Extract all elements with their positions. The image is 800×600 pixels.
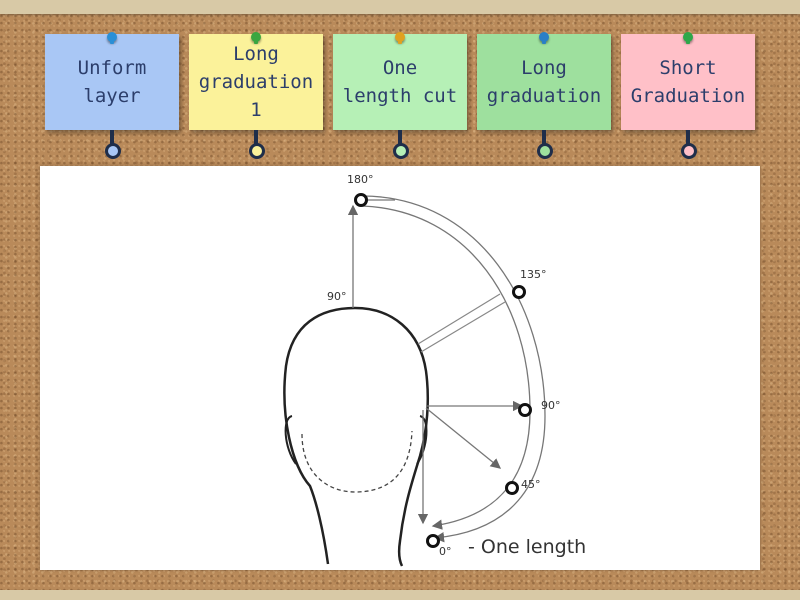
left-ear xyxy=(284,415,297,465)
board-frame-top xyxy=(0,0,800,14)
card-label-line1: One xyxy=(382,57,418,79)
card-connector-stem xyxy=(686,130,690,144)
card-label-line1: Long xyxy=(233,43,279,65)
card-label: Unform layer xyxy=(78,54,147,110)
card-uniform-layer[interactable]: Unform layer xyxy=(45,32,179,130)
diagram-board: 180° 90° 135° 90° 45° 0° - One length xyxy=(40,166,760,570)
card-label: One length cut xyxy=(343,54,457,110)
card-label-line2: graduation xyxy=(486,85,602,107)
label-90-degrees-top: 90° xyxy=(327,290,347,303)
drop-target-0[interactable] xyxy=(426,534,440,548)
card-connector-stem xyxy=(542,130,546,144)
card-label-line2: layer xyxy=(83,85,141,107)
card-label-line2: length cut xyxy=(342,85,458,107)
card-label-line1: Short xyxy=(659,57,717,79)
pushpin-icon xyxy=(539,32,549,44)
pushpin-icon xyxy=(107,32,117,44)
board-frame-bottom xyxy=(0,590,800,600)
pushpin-icon xyxy=(683,32,693,44)
card-label-line1: Long xyxy=(521,57,567,79)
card-label: Long graduation 1 xyxy=(193,40,319,124)
card-label-line2: graduation 1 xyxy=(198,71,314,121)
pushpin-icon xyxy=(251,32,261,44)
inner-arc xyxy=(361,205,531,530)
card-connector-stem xyxy=(254,130,258,144)
drop-target-180[interactable] xyxy=(354,193,368,207)
card-label: Long graduation xyxy=(487,54,601,110)
label-45-degrees: 45° xyxy=(521,478,541,491)
label-0-degrees: 0° xyxy=(439,545,452,558)
card-one-length-cut[interactable]: One length cut xyxy=(333,32,467,130)
card-long-graduation[interactable]: Long graduation xyxy=(477,32,611,130)
head-outline xyxy=(283,306,430,567)
outer-arc xyxy=(361,195,546,543)
drop-target-135[interactable] xyxy=(512,285,526,299)
card-short-graduation[interactable]: Short Graduation xyxy=(621,32,755,130)
card-connector-dot[interactable] xyxy=(105,143,121,159)
label-135-degrees: 135° xyxy=(520,268,547,281)
drop-target-90[interactable] xyxy=(518,403,532,417)
card-connector-dot[interactable] xyxy=(537,143,553,159)
card-connector-stem xyxy=(110,130,114,144)
card-label-line2: Graduation xyxy=(630,85,746,107)
label-180-degrees: 180° xyxy=(347,173,374,186)
hairline-dashed xyxy=(301,430,413,493)
card-connector-dot[interactable] xyxy=(681,143,697,159)
card-connector-dot[interactable] xyxy=(249,143,265,159)
head-elevation-diagram xyxy=(283,195,546,567)
card-connector-dot[interactable] xyxy=(393,143,409,159)
label-90-degrees-side: 90° xyxy=(541,399,561,412)
drop-target-45[interactable] xyxy=(505,481,519,495)
card-label-line1: Unform xyxy=(77,57,147,79)
caption-one-length: - One length xyxy=(468,536,587,558)
card-label: Short Graduation xyxy=(631,54,745,110)
card-long-graduation-1[interactable]: Long graduation 1 xyxy=(189,32,323,130)
card-connector-stem xyxy=(398,130,402,144)
pushpin-icon xyxy=(395,32,405,44)
right-ear xyxy=(416,415,428,465)
